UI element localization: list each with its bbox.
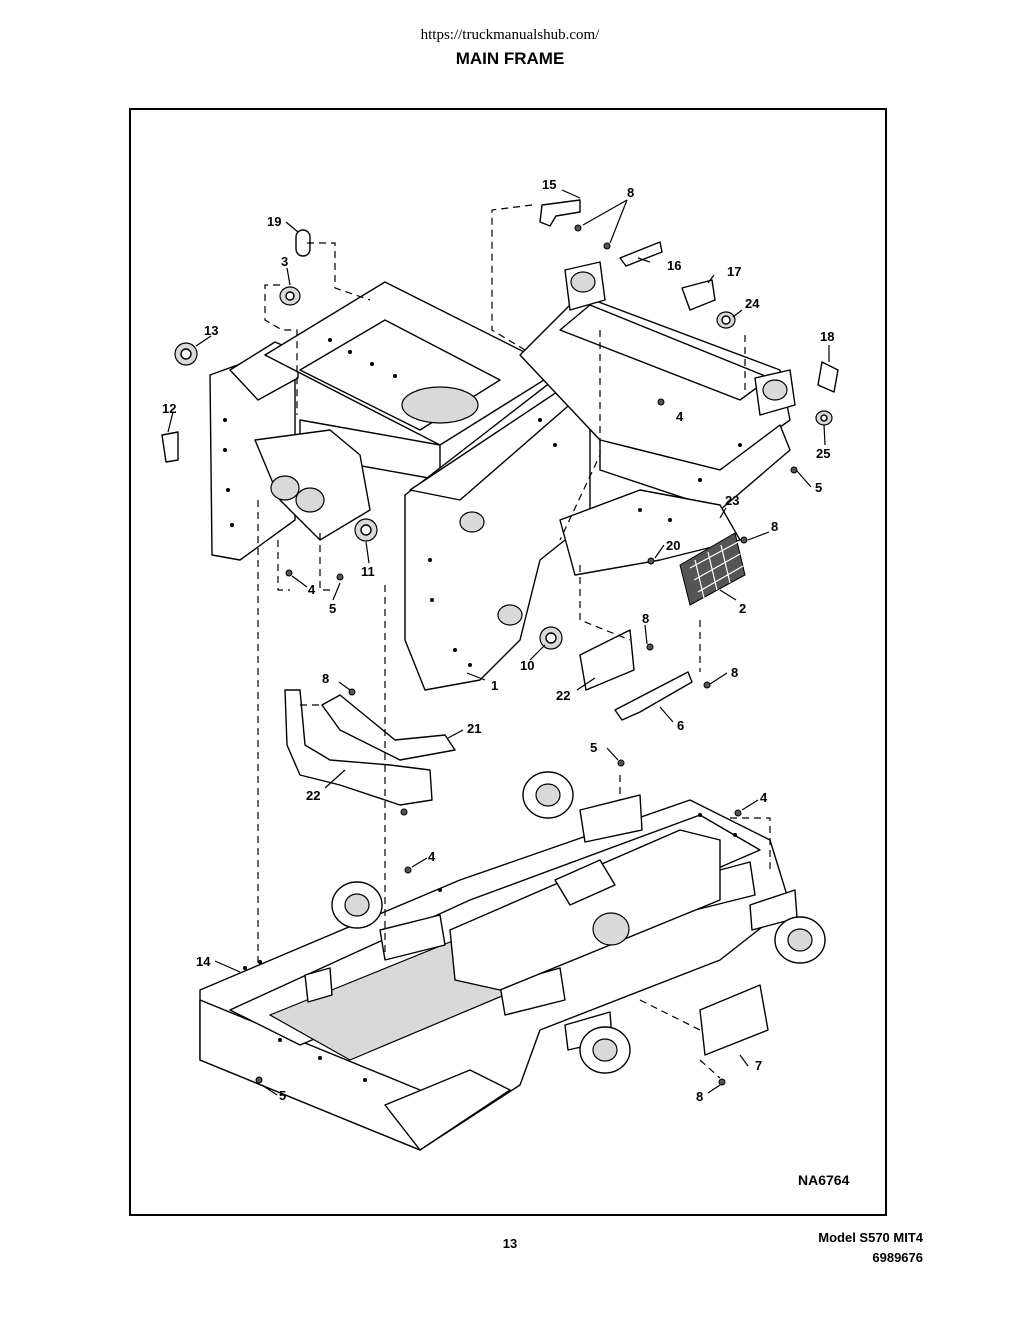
callout-24: 24 <box>745 296 760 311</box>
part-3-bushing <box>279 286 301 306</box>
part-7-cover <box>699 984 769 1056</box>
callout-leaders <box>167 189 830 1096</box>
callout-5: 5 <box>590 740 597 755</box>
part-17-bracket <box>817 361 839 393</box>
callout-8: 8 <box>731 665 738 680</box>
callout-labels: 15 8 19 3 16 17 24 13 18 12 4 25 5 23 8 … <box>162 177 850 1188</box>
drawing-code: NA6764 <box>798 1172 850 1188</box>
callout-5: 5 <box>815 480 822 495</box>
source-url: https://truckmanualshub.com/ <box>420 27 600 43</box>
callout-3: 3 <box>281 254 288 269</box>
lower-chassis <box>199 771 826 1151</box>
callout-8: 8 <box>322 671 329 686</box>
callout-4: 4 <box>676 409 684 424</box>
callout-6: 6 <box>677 718 684 733</box>
callout-7: 7 <box>755 1058 762 1073</box>
part-25-bushing <box>815 410 833 426</box>
callout-25: 25 <box>816 446 830 461</box>
callout-9: 10 <box>520 658 534 673</box>
page-title: MAIN FRAME <box>455 49 565 68</box>
callout-13: 14 <box>196 954 211 969</box>
callout-4: 4 <box>308 582 316 597</box>
callout-12: 13 <box>204 323 218 338</box>
part-6-plate <box>614 671 693 721</box>
callout-18: 19 <box>267 214 281 229</box>
part-15-bracket <box>619 241 663 267</box>
callout-8: 8 <box>642 611 649 626</box>
callout-21: 22 <box>306 788 320 803</box>
part-number: 6989676 <box>872 1250 923 1265</box>
callout-4: 4 <box>760 790 768 805</box>
callout-17: 18 <box>820 329 834 344</box>
model-info: Model S570 MIT4 6989676 <box>818 1228 923 1268</box>
part-12-bushing <box>174 342 198 366</box>
part-20-plate <box>321 694 456 761</box>
part-11-bracket <box>161 431 179 463</box>
callout-1: 1 <box>491 678 498 693</box>
callout-5: 5 <box>329 601 336 616</box>
callout-10: 11 <box>361 564 375 579</box>
part-21-plate <box>284 689 433 806</box>
callout-8: 8 <box>627 185 634 200</box>
callout-23: 23 <box>725 493 739 508</box>
callout-5: 5 <box>279 1088 286 1103</box>
callout-11: 12 <box>162 401 176 416</box>
callout-2: 2 <box>739 601 746 616</box>
part-22-plate <box>579 629 635 691</box>
callout-16: 17 <box>727 264 741 279</box>
model-name: Model S570 MIT4 <box>818 1230 923 1245</box>
part-2-grille <box>679 532 746 606</box>
callout-14: 15 <box>542 177 556 192</box>
hardware-fasteners <box>255 224 798 1086</box>
part-9-bushing <box>539 626 563 650</box>
part-14-bracket <box>539 199 581 227</box>
callout-8: 8 <box>696 1089 703 1104</box>
callout-19: 20 <box>666 538 680 553</box>
page-number: 13 <box>502 1236 518 1251</box>
assembly-leader-lines <box>257 204 771 1079</box>
callout-4: 4 <box>428 849 436 864</box>
part-16-bracket <box>681 279 716 311</box>
upper-main-frame <box>209 261 796 691</box>
part-10-bushing <box>354 518 378 542</box>
callout-20: 21 <box>467 721 481 736</box>
callout-8: 8 <box>771 519 778 534</box>
callout-22: 22 <box>556 688 570 703</box>
callout-15: 16 <box>667 258 681 273</box>
diagram-frame <box>129 108 887 1216</box>
part-24-bushing <box>716 311 736 329</box>
